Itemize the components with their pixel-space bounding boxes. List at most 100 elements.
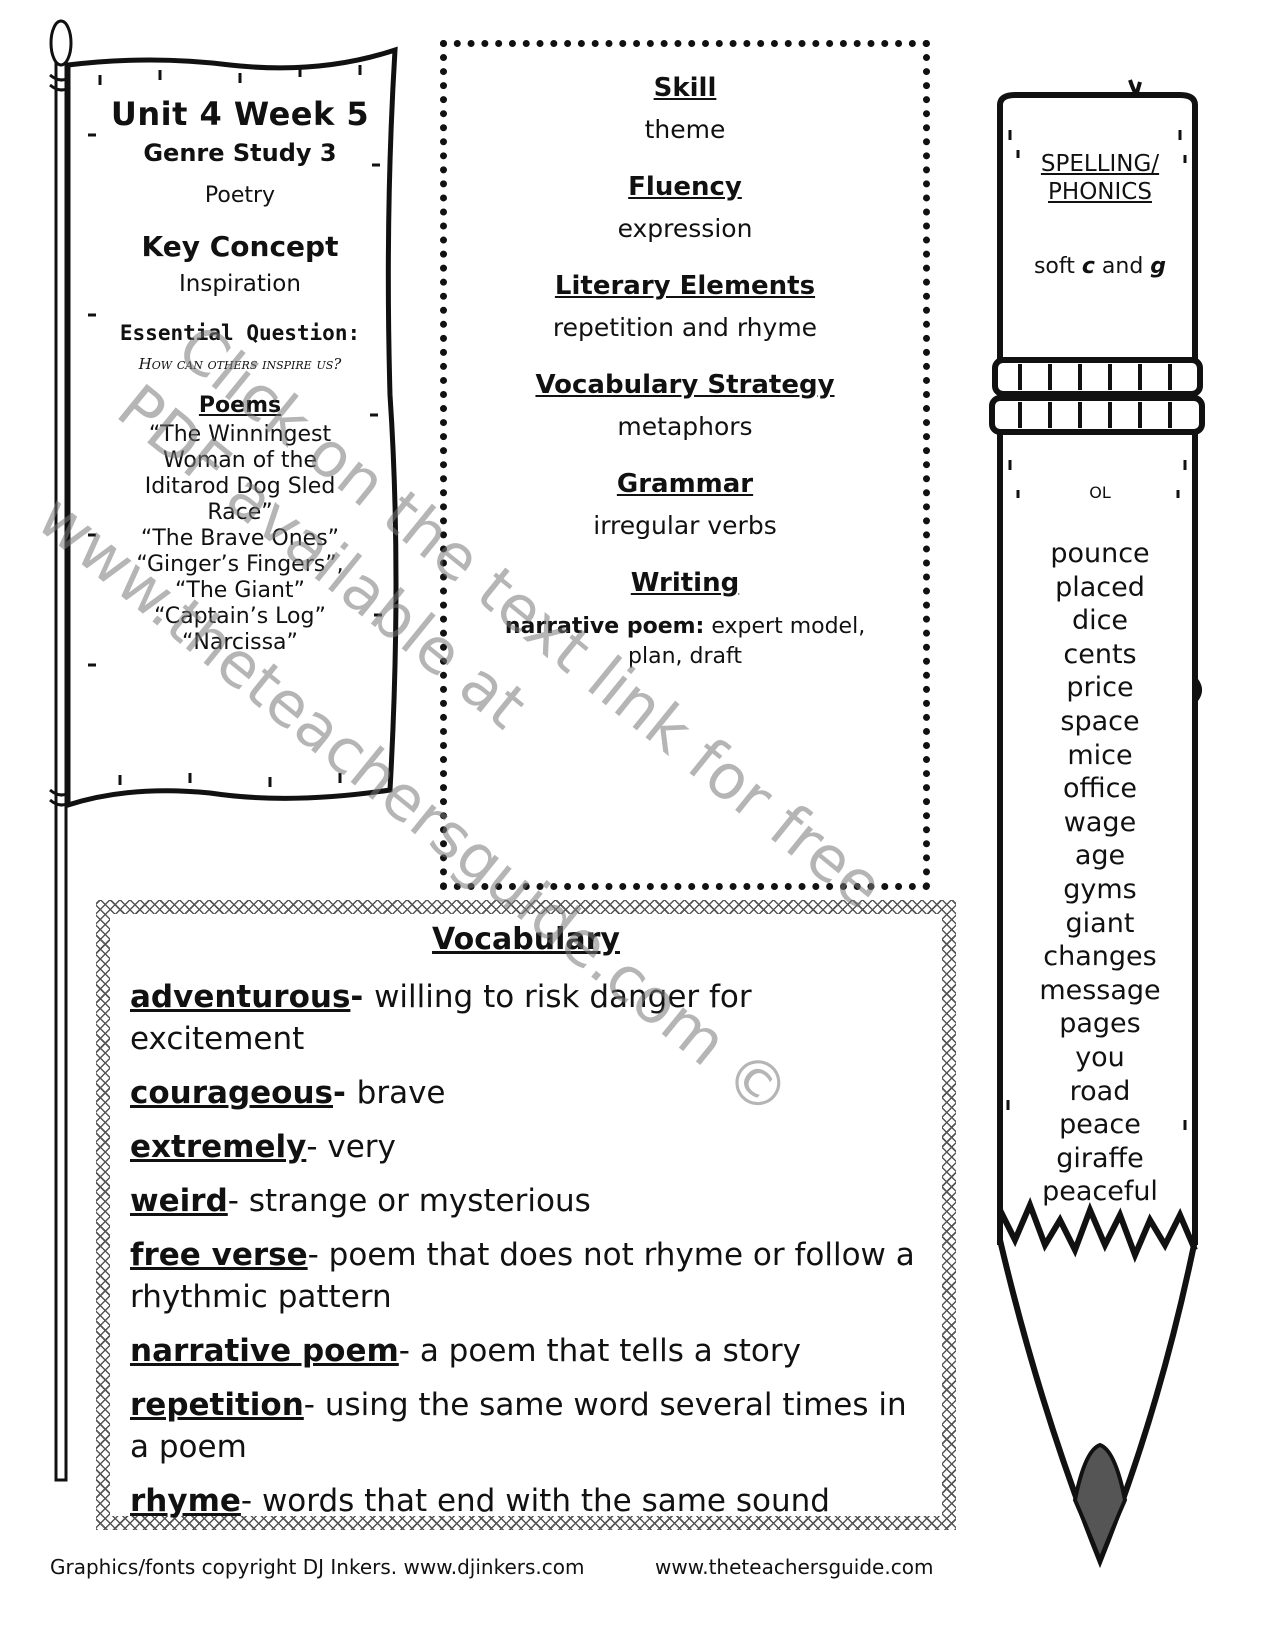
vocab-entry: adventurous- willing to risk danger for … [130, 976, 930, 1060]
spelling-word: peace [1059, 1109, 1141, 1141]
vocabulary-strategy-value: metaphors [617, 412, 753, 441]
spelling-word: space [1060, 705, 1140, 737]
spelling-word-list: pounce placed dice cents price space mic… [1005, 537, 1195, 1209]
genre-type: Poetry [204, 183, 276, 208]
phonics-letter-c: c [1081, 254, 1095, 279]
vocabulary-heading: Vocabulary [432, 922, 620, 957]
vocab-entry: free verse- poem that does not rhyme or … [130, 1234, 930, 1318]
spelling-word: pounce [1050, 538, 1150, 569]
spelling-word: giant [1065, 907, 1135, 939]
spelling-word: changes [1043, 941, 1157, 973]
vocab-separator: - [227, 1183, 249, 1219]
poem-line: Race” [207, 500, 273, 525]
spelling-heading-line1: SPELLING/ [1040, 151, 1160, 177]
vocab-word: adventurous [130, 979, 351, 1015]
vocab-separator: - [306, 1129, 328, 1165]
spelling-word: you [1075, 1041, 1125, 1073]
phonics-letter-g: g [1150, 254, 1167, 279]
skills-box: Skill theme Fluency expression Literary … [440, 40, 930, 890]
spelling-heading-line2: PHONICS [1048, 179, 1152, 205]
vocab-definition: strange or mysterious [248, 1183, 591, 1219]
vocab-definition: willing to risk danger for excitement [130, 979, 752, 1057]
poem-line: “Narcissa” [182, 630, 298, 655]
spelling-word: dice [1071, 605, 1129, 637]
spelling-word: peaceful [1042, 1176, 1158, 1208]
vocab-separator: - [332, 1075, 357, 1111]
poem-line: “The Giant” [175, 578, 305, 603]
vocab-word: repetition [130, 1387, 304, 1423]
flag-content: Unit 4 Week 5 Genre Study 3 Poetry Key C… [95, 95, 385, 656]
genre-study-label: Genre Study 3 [143, 139, 337, 167]
level-label: OL [1089, 483, 1111, 502]
vocab-separator: - [398, 1333, 420, 1369]
poem-line: “Captain’s Log” [154, 604, 326, 629]
literary-elements-heading: Literary Elements [554, 271, 816, 301]
spelling-word: wage [1063, 806, 1137, 838]
writing-steps: expert model, plan, draft [628, 614, 866, 669]
grammar-value: irregular verbs [593, 511, 777, 540]
writing-value: narrative poem: expert model, plan, draf… [477, 612, 893, 672]
footer-website-link[interactable]: www.theteachersguide.com [655, 1555, 934, 1579]
vocab-entry: weird- strange or mysterious [130, 1180, 930, 1222]
skill-value: theme [644, 115, 726, 144]
spelling-word: message [1039, 974, 1161, 1006]
vocab-entry: courageous- brave [130, 1072, 930, 1114]
essential-question-heading: Essential Question: [119, 321, 361, 345]
vocab-entry: extremely- very [130, 1126, 930, 1168]
spelling-word: giraffe [1056, 1142, 1144, 1174]
vocab-definition: words that end with the same sound [261, 1483, 830, 1519]
vocabulary-strategy-heading: Vocabulary Strategy [535, 370, 835, 400]
vocab-separator: - [240, 1483, 262, 1519]
poem-line: Iditarod Dog Sled [144, 474, 336, 499]
poems-list: “The Winningest Woman of the Iditarod Do… [95, 422, 385, 656]
vocab-separator: - [303, 1387, 325, 1423]
vocabulary-list: adventurous- willing to risk danger for … [130, 976, 930, 1534]
literary-elements-value: repetition and rhyme [552, 313, 818, 342]
grammar-heading: Grammar [616, 469, 754, 499]
vocab-entry: narrative poem- a poem that tells a stor… [130, 1330, 930, 1372]
pencil-eraser-label: SPELLING/ PHONICS soft c and g [1005, 150, 1195, 279]
vocab-entry: repetition- using the same word several … [130, 1384, 930, 1468]
phonics-focus: soft c and g [1005, 254, 1195, 279]
key-concept-heading: Key Concept [141, 230, 339, 263]
phonics-and: and [1101, 254, 1144, 279]
phonics-soft: soft [1033, 254, 1075, 279]
vocabulary-box: Vocabulary adventurous- willing to risk … [96, 900, 956, 1530]
fluency-heading: Fluency [628, 172, 742, 202]
vocab-word: courageous [130, 1075, 333, 1111]
spelling-word: road [1069, 1075, 1131, 1107]
vocab-definition: brave [356, 1075, 446, 1111]
vocab-definition: very [327, 1129, 396, 1165]
poem-line: “Ginger’s Fingers”, [136, 552, 344, 577]
key-concept-value: Inspiration [179, 271, 301, 297]
spelling-word: pages [1059, 1008, 1141, 1040]
vocab-word: rhyme [130, 1483, 241, 1519]
spelling-word: gyms [1063, 873, 1137, 905]
spelling-word: price [1066, 672, 1134, 704]
spelling-word: office [1062, 773, 1138, 805]
poem-line: “The Brave Ones” [140, 526, 340, 551]
vocab-entry: rhyme- words that end with the same soun… [130, 1480, 930, 1522]
vocab-word: narrative poem [130, 1333, 399, 1369]
vocab-definition: using the same word several times in a p… [130, 1387, 907, 1465]
vocab-word: weird [130, 1183, 228, 1219]
vocab-word: free verse [130, 1237, 308, 1273]
pencil-graphic [989, 79, 1205, 1569]
poem-line: Woman of the [162, 448, 318, 473]
footer-copyright: Graphics/fonts copyright DJ Inkers. www.… [50, 1555, 585, 1579]
vocab-word: extremely [130, 1129, 307, 1165]
writing-type: narrative poem: [504, 614, 705, 639]
writing-heading: Writing [630, 568, 740, 598]
fluency-value: expression [617, 214, 753, 243]
vocab-separator: - [350, 979, 375, 1015]
essential-question-text: How can others inspire us? [138, 355, 342, 373]
spelling-word: placed [1055, 571, 1145, 603]
spelling-word: mice [1067, 739, 1133, 771]
poems-heading: Poems [198, 393, 282, 418]
skill-heading: Skill [653, 73, 717, 103]
vocab-definition: poem that does not rhyme or follow a rhy… [130, 1237, 915, 1315]
unit-week-title: Unit 4 Week 5 [110, 95, 370, 133]
poem-line: “The Winningest [148, 422, 332, 447]
vocab-definition: a poem that tells a story [419, 1333, 801, 1369]
vocab-separator: - [307, 1237, 329, 1273]
